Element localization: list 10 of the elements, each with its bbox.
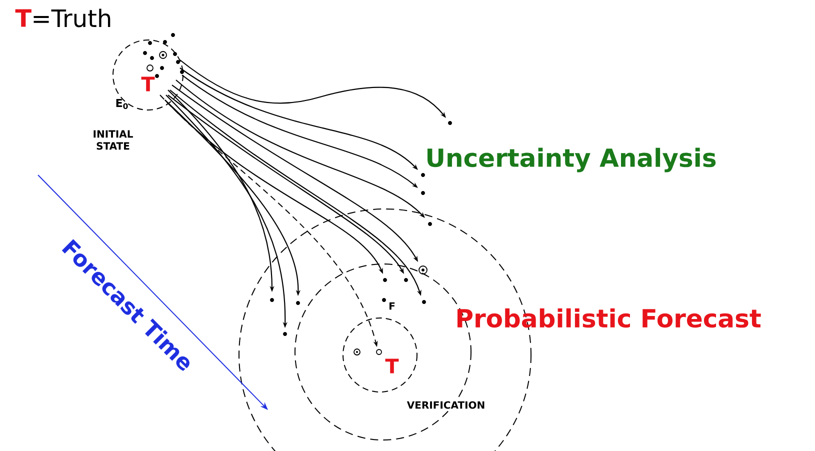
truth-marker: T [385,358,399,374]
verification-label: VERIFICATION [406,400,486,410]
truth-key-letter: T [15,9,32,27]
truth-key-text: =Truth [34,8,110,28]
ellipse-label: E$_{0}$ [116,98,128,110]
heading: Probabilistic Forecast [458,308,761,328]
initial-state-label: INITIAL STATE [94,130,133,150]
truth-marker: T [141,76,155,92]
heading: Uncertainty Analysis [428,148,716,172]
forecast-label: F [390,302,395,310]
